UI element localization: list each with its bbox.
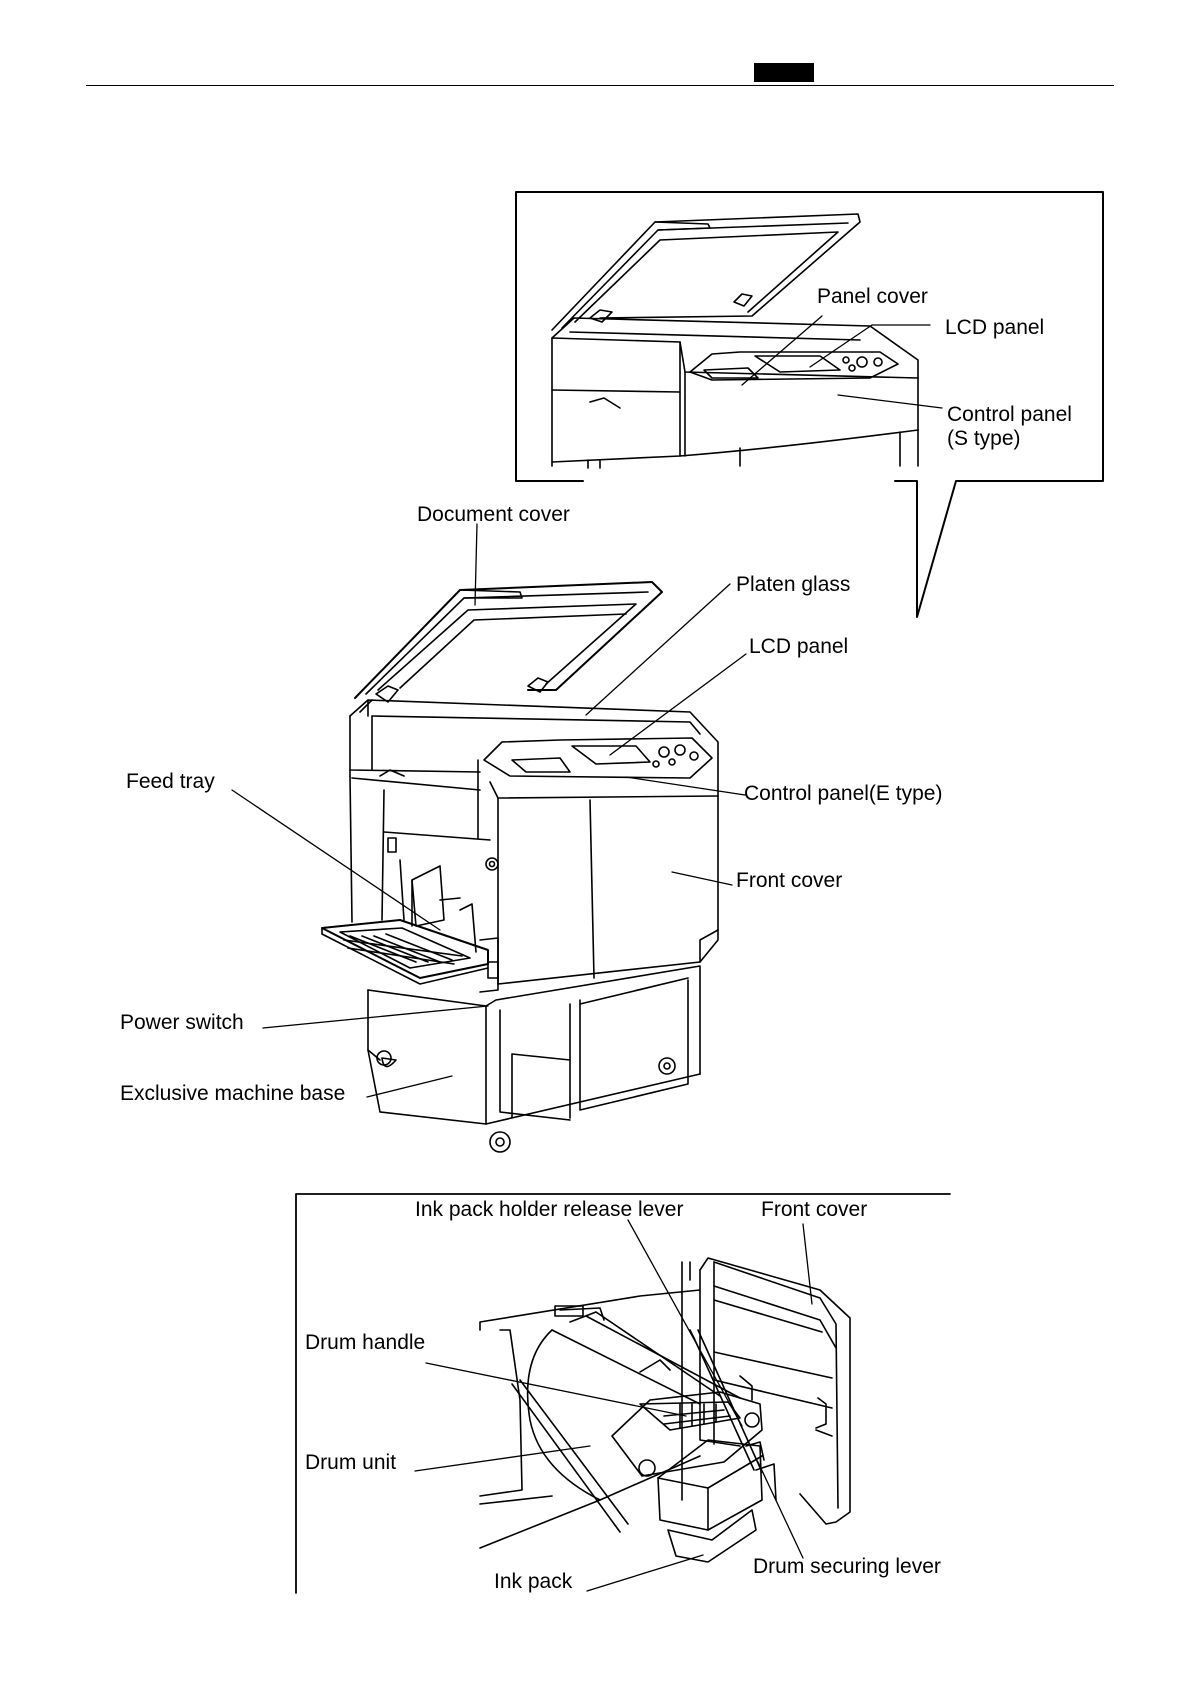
label-panel-cover: Panel cover — [817, 285, 928, 309]
inset-top-machine — [552, 214, 918, 468]
main-machine — [322, 582, 718, 1152]
label-power-switch: Power switch — [120, 1011, 244, 1035]
label-lcd-panel-s: LCD panel — [945, 316, 1044, 340]
label-front-cover-inset: Front cover — [761, 1198, 867, 1222]
label-machine-base: Exclusive machine base — [120, 1082, 345, 1106]
inset-bottom-front-cover — [682, 1258, 850, 1524]
inset-top-leaders — [742, 316, 942, 408]
label-drum-unit: Drum unit — [305, 1451, 396, 1475]
label-front-cover: Front cover — [736, 869, 842, 893]
label-feed-tray: Feed tray — [126, 770, 215, 794]
label-document-cover: Document cover — [417, 503, 570, 527]
inset-bottom-frame — [296, 1194, 950, 1593]
label-ink-pack-holder-release-lever: Ink pack holder release lever — [415, 1198, 683, 1222]
label-lcd-panel-e: LCD panel — [749, 635, 848, 659]
label-drum-handle: Drum handle — [305, 1331, 425, 1355]
label-platen-glass: Platen glass — [736, 573, 850, 597]
label-control-panel-e: Control panel(E type) — [744, 782, 942, 806]
label-drum-securing-lever: Drum securing lever — [753, 1555, 941, 1579]
label-ink-pack: Ink pack — [494, 1570, 572, 1594]
label-control-panel-s: Control panel (S type) — [947, 403, 1072, 451]
inset-bottom-drum — [480, 1290, 776, 1562]
